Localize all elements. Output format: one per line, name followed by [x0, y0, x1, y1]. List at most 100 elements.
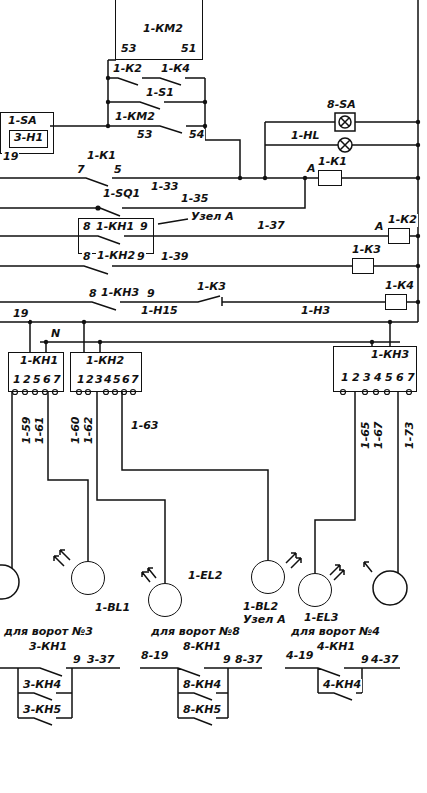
edge-label: 1-37: [256, 220, 286, 233]
wire-mark: 54: [188, 129, 205, 142]
junction-dot: [98, 340, 102, 344]
wire-mark: 5: [32, 374, 42, 387]
wire-mark: 1-63: [130, 420, 160, 433]
wire-mark: 1-60: [70, 415, 83, 445]
wire-connector: [48, 392, 88, 561]
junction-dot: [370, 340, 374, 344]
wire-mark: 3-КН1: [28, 641, 68, 654]
terminal-screw: [33, 390, 38, 395]
contact-wires: [50, 60, 240, 178]
wire-mark: 8-37: [234, 654, 264, 667]
junction-dots: [28, 76, 420, 344]
wire-mark: 7: [406, 372, 416, 385]
wire-mark: 1-35: [180, 193, 210, 206]
node-text: Узел А: [242, 614, 287, 627]
rung-wires: [0, 122, 418, 310]
terminal-screw: [43, 390, 48, 395]
wire-group: [0, 0, 418, 725]
gate-contacts: [0, 668, 400, 725]
node-text: 1-КН3: [370, 349, 410, 362]
wire-mark: 1-К3: [196, 281, 227, 294]
relay-coil: 1-К3: [352, 258, 374, 274]
lamp-circle: 1-ЕL2: [148, 583, 182, 617]
terminal-screw: [77, 390, 82, 395]
wire-mark: 9: [146, 288, 156, 301]
wire-mark: 4-КН1: [316, 641, 356, 654]
wire-mark: 6: [395, 372, 405, 385]
contact-box: 531-КМ251: [115, 0, 203, 60]
junction-dot: [388, 320, 392, 324]
node-text: 1-КН1: [95, 221, 135, 234]
wire-mark: N: [50, 328, 61, 341]
junction-dot: [416, 300, 420, 304]
terminal-screw: [113, 390, 118, 395]
wire-mark: 53: [136, 129, 153, 142]
wire-mark: 1-62: [83, 415, 96, 445]
node-text: 53: [120, 43, 137, 56]
junction-dot: [203, 100, 207, 104]
wire-mark: 5: [113, 164, 123, 177]
junction-dot: [106, 100, 110, 104]
wire-mark: 9: [72, 654, 82, 667]
junction-dot: [416, 120, 420, 124]
junction-dot: [238, 176, 242, 180]
node-text: 1-КН1: [19, 355, 59, 368]
wire-mark: 2: [351, 372, 361, 385]
wire-mark: 8-SA: [326, 99, 357, 112]
wire-mark: 4-19: [285, 650, 315, 663]
node-text: 1-К2: [387, 214, 418, 227]
wire-mark: 1-33: [150, 181, 180, 194]
relay-coil: 1-К1: [318, 170, 342, 186]
wire-mark: для ворот №3: [3, 626, 94, 639]
wire-connector: [154, 235, 388, 237]
terminal-screw: [23, 390, 28, 395]
node-text: 1-ВL1: [94, 602, 131, 615]
wire-mark: 1-39: [160, 251, 190, 264]
node-text: 1-К1: [317, 156, 348, 169]
junction-dot: [106, 76, 110, 80]
junction-dot: [82, 320, 86, 324]
lamp-circle: 1-ВL1: [71, 561, 105, 595]
terminal-screws: [13, 390, 412, 395]
wire-mark: 7: [52, 374, 62, 387]
wire-mark: 5: [384, 372, 394, 385]
terminal-screw: [104, 390, 109, 395]
wire-mark: 3-КН5: [22, 704, 62, 717]
terminal-screw: [385, 390, 390, 395]
terminal-screw: [53, 390, 58, 395]
wire-mark: 8-19: [140, 650, 170, 663]
wire-mark: 9: [360, 654, 370, 667]
wire-mark: 1-73: [404, 420, 417, 450]
wire-connector: [122, 392, 268, 560]
wire-mark: 1: [340, 372, 350, 385]
wire-mark: 4: [373, 372, 383, 385]
node-text: 1-ВL2: [242, 601, 279, 614]
wire-mark: 9: [136, 251, 146, 264]
wire-mark: 1-65: [360, 420, 373, 450]
junction-dot: [303, 176, 307, 180]
switch-box: 1-SA3-Н1: [0, 112, 54, 154]
terminal-block: 1-КН3: [333, 346, 417, 392]
junction-dot: [416, 176, 420, 180]
wire-mark: 1-К4: [160, 63, 191, 76]
junction-dot: [95, 205, 100, 210]
junction-dot: [44, 340, 48, 344]
wire-mark: 19: [12, 308, 29, 321]
wire-mark: для ворот №8: [150, 626, 241, 639]
wire-mark: 8: [82, 251, 92, 264]
lamp-box: 3-Н1: [9, 130, 48, 148]
node-text: 9: [139, 221, 149, 234]
wire-mark: для ворот №4: [290, 626, 381, 639]
junction-dot: [416, 143, 420, 147]
terminal-screw: [86, 390, 91, 395]
wire-mark: 2: [22, 374, 32, 387]
terminal-screw: [374, 390, 379, 395]
wire-mark: 1-59: [21, 415, 34, 445]
wire-mark: 3: [362, 372, 372, 385]
lamp-circle: 1-ЕL3: [298, 573, 332, 607]
wire-mark: 1-КН2: [96, 250, 136, 263]
bus-wires: [0, 0, 418, 573]
node-text: 3-Н1: [13, 132, 44, 145]
wire-mark: 1-КМ2: [114, 111, 156, 124]
